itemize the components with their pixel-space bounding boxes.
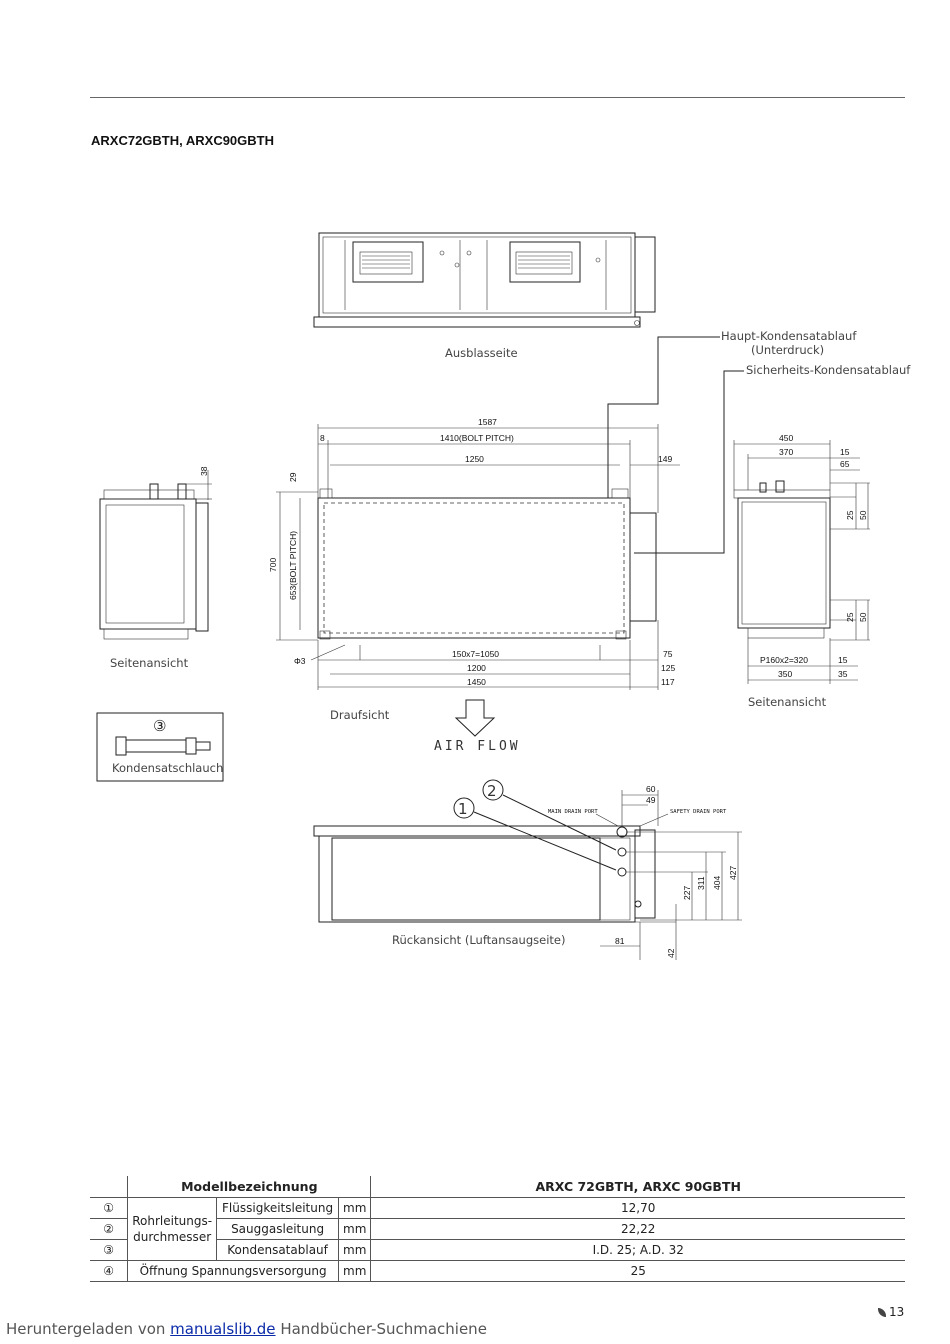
rear-view: 1 2 MAIN DRAIN PORT SAFETY DRAIN PORT 60… bbox=[313, 779, 742, 960]
dim-15b: 15 bbox=[838, 655, 848, 665]
dim-1200: 1200 bbox=[467, 663, 486, 673]
drain-callouts: Haupt-Kondensatablauf (Unterdruck) Siche… bbox=[607, 329, 911, 554]
table-row: ② Sauggasleitung mm 22,22 bbox=[90, 1218, 905, 1240]
dim-50a: 50 bbox=[858, 510, 868, 520]
accessory-number: ③ bbox=[153, 717, 166, 735]
dim-49: 49 bbox=[646, 795, 656, 805]
right-side-label: Seitenansicht bbox=[748, 695, 827, 709]
table-row: ④ Öffnung Spannungsversorgung mm 25 bbox=[90, 1260, 905, 1282]
spec-table: Modellbezeichnung ARXC 72GBTH, ARXC 90GB… bbox=[90, 1176, 905, 1282]
left-side-label: Seitenansicht bbox=[110, 656, 189, 670]
dim-149: 149 bbox=[658, 454, 672, 464]
dim-117: 117 bbox=[661, 677, 675, 687]
dim-1250: 1250 bbox=[465, 454, 484, 464]
right-side-view: 450 370 15 65 25 50 25 50 P160x2=320 15 … bbox=[733, 433, 870, 709]
dim-227: 227 bbox=[682, 886, 692, 900]
row-value: 22,22 bbox=[370, 1218, 905, 1240]
footer-prefix: Heruntergeladen von bbox=[6, 1320, 171, 1338]
row-unit: mm bbox=[338, 1260, 371, 1282]
safety-drain-port: SAFETY DRAIN PORT bbox=[670, 809, 727, 815]
main-drain-port: MAIN DRAIN PORT bbox=[548, 809, 598, 815]
row-value: 12,70 bbox=[370, 1197, 905, 1219]
leaf-icon bbox=[878, 1308, 886, 1317]
footer: Heruntergeladen von manualslib.de Handbü… bbox=[6, 1320, 487, 1338]
dim-29: 29 bbox=[288, 472, 298, 482]
dim-404: 404 bbox=[712, 876, 722, 890]
row-unit: mm bbox=[338, 1239, 371, 1261]
airflow-arrow: AIR FLOW bbox=[434, 699, 521, 754]
accessory-box: ③ Kondensatschlauch bbox=[96, 712, 224, 782]
dim-25b: 25 bbox=[845, 612, 855, 622]
dim-60: 60 bbox=[646, 784, 656, 794]
dim-1450: 1450 bbox=[467, 677, 486, 687]
header-rule bbox=[90, 97, 905, 98]
dim-427: 427 bbox=[728, 866, 738, 880]
row-name: Flüssigkeitsleitung bbox=[216, 1197, 339, 1219]
dim-700: 700 bbox=[268, 558, 278, 572]
top-view: 1587 8 1410(BOLT PITCH) 1250 149 29 700 … bbox=[268, 417, 680, 722]
outlet-view: Ausblasseite bbox=[313, 232, 656, 360]
dim-311: 311 bbox=[696, 876, 706, 890]
row-number: ② bbox=[103, 1222, 114, 1236]
safety-drain-label: Sicherheits-Kondensatablauf bbox=[746, 363, 911, 377]
rear-callout-1: 1 bbox=[458, 800, 468, 818]
row-value: I.D. 25; A.D. 32 bbox=[370, 1239, 905, 1261]
row-name: Kondensatablauf bbox=[216, 1239, 339, 1261]
main-drain-label-2: (Unterdruck) bbox=[751, 343, 824, 357]
row-number: ④ bbox=[103, 1264, 114, 1278]
dim-p160: P160x2=320 bbox=[760, 655, 808, 665]
dim-35: 35 bbox=[838, 669, 848, 679]
row-value: 25 bbox=[370, 1260, 905, 1282]
rear-view-label: Rückansicht (Luftansaugseite) bbox=[392, 933, 565, 947]
row-number: ① bbox=[103, 1201, 114, 1215]
page-number-text: 13 bbox=[889, 1305, 905, 1319]
rear-callout-2: 2 bbox=[487, 782, 497, 800]
top-view-label: Draufsicht bbox=[330, 708, 390, 722]
dim-75: 75 bbox=[663, 649, 673, 659]
dim-125: 125 bbox=[661, 663, 675, 673]
page-title: ARXC72GBTH, ARXC90GBTH bbox=[91, 133, 274, 148]
row-unit: mm bbox=[338, 1197, 371, 1219]
dim-81: 81 bbox=[615, 936, 625, 946]
dim-38: 38 bbox=[199, 466, 209, 476]
dim-50b: 50 bbox=[858, 612, 868, 622]
dim-25a: 25 bbox=[845, 510, 855, 520]
row-unit: mm bbox=[338, 1218, 371, 1240]
accessory-label: Kondensatschlauch bbox=[112, 761, 223, 775]
row-name: Sauggasleitung bbox=[216, 1218, 339, 1240]
rohr-label-2: durchmesser bbox=[133, 1230, 212, 1244]
dim-350: 350 bbox=[778, 669, 792, 679]
row-name: Öffnung Spannungsversorgung bbox=[127, 1260, 339, 1282]
dim-1587: 1587 bbox=[478, 417, 497, 427]
dim-phi3: Φ3 bbox=[294, 656, 306, 666]
left-side-view: 38 Seitenansicht bbox=[99, 466, 212, 670]
outlet-view-label: Ausblasseite bbox=[445, 346, 518, 360]
footer-suffix: Handbücher-Suchmachiene bbox=[275, 1320, 487, 1338]
dim-150x7: 150x7=1050 bbox=[452, 649, 499, 659]
dim-653: 653(BOLT PITCH) bbox=[288, 531, 298, 600]
dim-450: 450 bbox=[779, 433, 793, 443]
footer-link[interactable]: manualslib.de bbox=[170, 1320, 276, 1338]
row-number: ③ bbox=[103, 1243, 114, 1257]
table-header-model: Modellbezeichnung bbox=[127, 1176, 371, 1198]
table-header-value: ARXC 72GBTH, ARXC 90GBTH bbox=[370, 1176, 905, 1198]
table-row: ① Rohrleitungs- durchmesser Flüssigkeits… bbox=[90, 1197, 905, 1261]
dim-8: 8 bbox=[320, 433, 325, 443]
page-number: 13 bbox=[878, 1305, 904, 1319]
dim-370: 370 bbox=[779, 447, 793, 457]
dim-65: 65 bbox=[840, 459, 850, 469]
table-row: ③ Kondensatablauf mm I.D. 25; A.D. 32 bbox=[90, 1239, 905, 1261]
dim-1410: 1410(BOLT PITCH) bbox=[440, 433, 514, 443]
main-drain-label-1: Haupt-Kondensatablauf bbox=[721, 329, 857, 343]
rohr-label: Rohrleitungs- durchmesser bbox=[127, 1197, 217, 1261]
dim-15a: 15 bbox=[840, 447, 850, 457]
airflow-label: AIR FLOW bbox=[434, 739, 521, 754]
rohr-label-1: Rohrleitungs- bbox=[132, 1214, 213, 1228]
dim-42: 42 bbox=[666, 948, 676, 958]
